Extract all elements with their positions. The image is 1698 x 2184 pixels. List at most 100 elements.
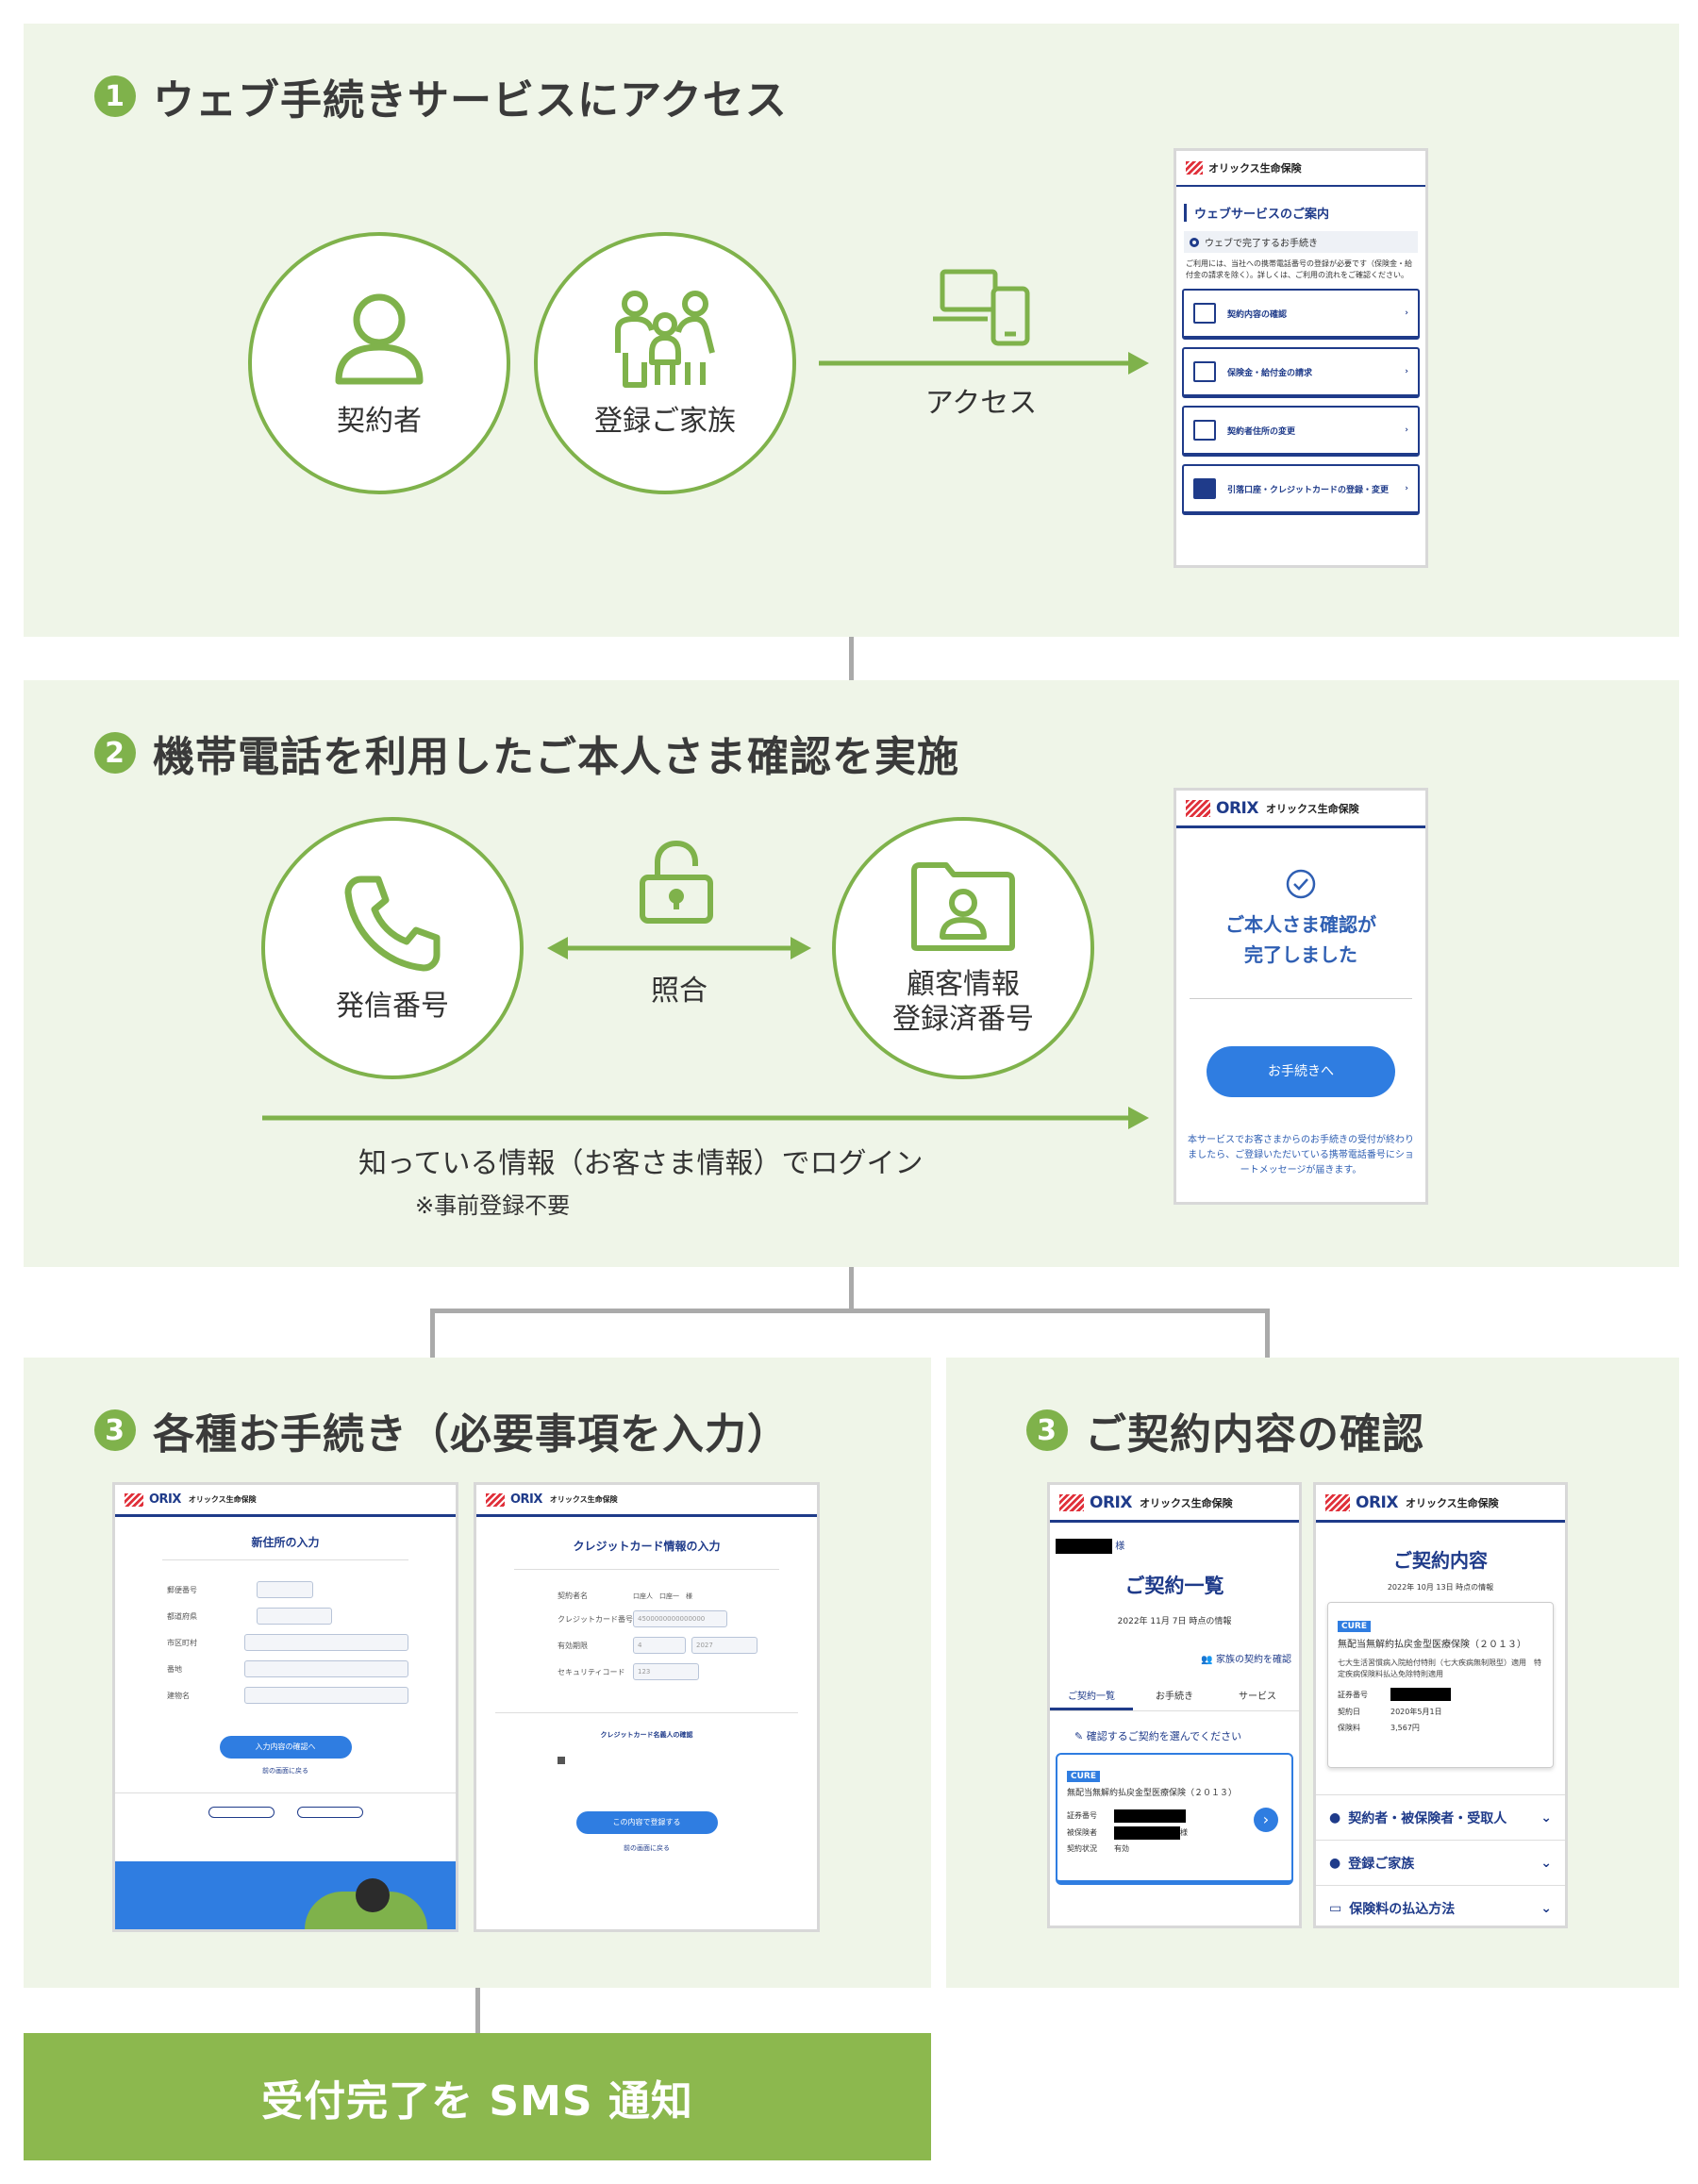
web-service-phone: オリックス生命保険 ウェブサービスのご案内 ウェブで完了するお手続き ご利用には… (1174, 148, 1428, 568)
chevron-down-icon: ⌄ (1540, 1855, 1552, 1871)
chevron-down-icon: ⌄ (1540, 1900, 1552, 1916)
accordion-policyholders[interactable]: ●契約者・被保険者・受取人⌄ (1316, 1794, 1565, 1840)
prefecture-input[interactable] (257, 1608, 332, 1625)
street-input[interactable] (244, 1660, 408, 1677)
step2-title-text: 機帯電話を利用したご本人さま確認を実施 (153, 733, 959, 781)
status-value: 有効 (1114, 1843, 1129, 1853)
chevron-right-circle-icon[interactable]: › (1254, 1808, 1278, 1832)
city-input[interactable] (244, 1634, 408, 1651)
sms-notification-banner: 受付完了を SMS 通知 (24, 2033, 931, 2160)
tab-services[interactable]: サービス (1239, 1692, 1276, 1702)
info-date: 2022年 11月 7日 時点の情報 (1117, 1617, 1232, 1626)
step1-title-text: ウェブ手続きサービスにアクセス (153, 76, 788, 125)
postal-code-input[interactable] (257, 1581, 313, 1598)
orix-logo-icon (125, 1492, 143, 1507)
chevron-right-icon: › (1405, 308, 1408, 318)
step1-badge: 1 (94, 75, 136, 117)
orix-logo-icon (1059, 1493, 1084, 1511)
product-name: 無配当無解約払戻金型医療保険（２０１３） (1067, 1789, 1238, 1798)
match-label: 照合 (651, 975, 708, 1008)
back-link[interactable]: 前の画面に戻る (262, 1767, 308, 1775)
phone-icon (344, 875, 441, 972)
tab-contract-list[interactable]: ご契約一覧 (1050, 1682, 1133, 1710)
back-link[interactable]: 前の画面に戻る (624, 1844, 670, 1852)
family-icon (615, 291, 715, 389)
menu-contract-confirm[interactable]: 契約内容の確認› (1182, 289, 1420, 340)
tab-procedures[interactable]: お手続き (1156, 1692, 1193, 1702)
section-title: ウェブサービスのご案内 (1184, 204, 1418, 222)
person-icon: ● (1329, 1809, 1341, 1826)
step1-title: 1 ウェブ手続きサービスにアクセス (94, 66, 788, 126)
step2-title: 2 機帯電話を利用したご本人さま確認を実施 (94, 723, 959, 783)
redacted-policy-number (1114, 1809, 1186, 1823)
family-circle: 登録ご家族 (534, 232, 796, 494)
web-complete-tab[interactable]: ウェブで完了するお手続き (1184, 231, 1418, 253)
confirm-input-button[interactable]: 入力内容の確認へ (219, 1736, 352, 1759)
building-input[interactable] (244, 1687, 408, 1704)
divider (1190, 998, 1412, 999)
orix-logo-icon (1186, 161, 1203, 175)
footer-button[interactable] (208, 1807, 275, 1818)
connector-branch-right (1265, 1309, 1270, 1358)
contract-detail-screen: ORIX オリックス生命保険 ご契約内容 2022年 10月 13日 時点の情報… (1313, 1482, 1568, 1928)
login-label: 知っている情報（お客さま情報）でログイン (358, 1147, 924, 1180)
mascot-icon (356, 1878, 390, 1912)
orix-logo-icon (1186, 799, 1210, 817)
accordion-payment-method[interactable]: ▭保険料の払込方法⌄ (1316, 1885, 1565, 1926)
edit-icon: ✎ (1074, 1730, 1084, 1742)
connector-2-down (849, 1267, 854, 1309)
footer-banner (115, 1861, 456, 1929)
security-code-input[interactable]: 123 (633, 1663, 699, 1680)
check-circle-icon (1286, 869, 1316, 899)
usage-note: ご利用には、当社への携帯電話番号の登録が必要です（保険金・給付金の請求を除く）。… (1186, 259, 1412, 279)
person-icon (335, 293, 424, 385)
orix-logo-text: ORIX (1216, 798, 1258, 818)
card-number-input[interactable]: 4500000000000000 (633, 1610, 727, 1627)
orix-logo-icon (486, 1492, 505, 1507)
contract-list-screen: ORIX オリックス生命保険 様 ご契約一覧 2022年 11月 7日 時点の情… (1047, 1482, 1302, 1928)
proceed-button[interactable]: お手続きへ (1207, 1046, 1395, 1097)
contract-list-heading: ご契約一覧 (1124, 1575, 1224, 1597)
redacted-policy-number (1390, 1688, 1451, 1701)
menu-claim[interactable]: 保険金・給付金の請求› (1182, 347, 1420, 398)
chevron-right-icon: › (1405, 367, 1408, 376)
company-name: オリックス生命保険 (1265, 802, 1359, 815)
register-button[interactable]: この内容で登録する (575, 1811, 718, 1834)
identity-confirm-phone: ORIX オリックス生命保険 ご本人さま確認が 完了しました お手続きへ 本サー… (1174, 788, 1428, 1205)
owner-checkbox[interactable] (558, 1757, 565, 1764)
lock-open-icon (640, 841, 713, 924)
card-holder-value: 口座人 口座一 様 (633, 1592, 692, 1600)
document-icon (1193, 303, 1216, 324)
premium-value: 3,567円 (1390, 1724, 1420, 1732)
expiry-year-select[interactable]: 2027 (691, 1637, 757, 1654)
product-name: 無配当無解約払戻金型医療保険（２０１３） (1338, 1640, 1526, 1650)
orix-logo-text: ORIX (1090, 1492, 1132, 1512)
step3b-badge: 3 (1026, 1409, 1068, 1451)
chevron-down-icon: ⌄ (1540, 1809, 1552, 1826)
company-name: オリックス生命保険 (1208, 162, 1302, 175)
family-contract-link[interactable]: 👥 家族の契約を確認 (1201, 1655, 1291, 1665)
contractor-circle: 契約者 (248, 232, 510, 494)
identity-confirmed-message: ご本人さま確認が 完了しました (1225, 913, 1376, 966)
accordion-registered-family[interactable]: ●登録ご家族⌄ (1316, 1840, 1565, 1885)
family-label: 登録ご家族 (594, 405, 736, 439)
footer-button[interactable] (296, 1807, 363, 1818)
sms-note: 本サービスでお客さまからのお手続きの受付が終わりましたら、ご登録いただいている携… (1188, 1135, 1414, 1175)
menu-payment-change[interactable]: 引落口座・クレジットカードの登録・変更› (1182, 464, 1420, 515)
address-input-screen: ORIX オリックス生命保険 新住所の入力 郵便番号 都道府県 市区町村 番地 … (112, 1482, 458, 1932)
contract-card[interactable]: CURE 無配当無解約払戻金型医療保険（２０１３） 証券番号 被保険者様 契約状… (1056, 1753, 1293, 1885)
step2-badge: 2 (94, 732, 136, 774)
devices-icon (933, 269, 1030, 346)
company-name: オリックス生命保険 (549, 1495, 618, 1504)
chevron-right-icon: › (1405, 484, 1408, 493)
family-icon: ● (1329, 1855, 1341, 1871)
hospital-icon (1193, 361, 1216, 382)
expiry-month-select[interactable]: 4 (633, 1637, 686, 1654)
menu-address-change[interactable]: 契約者住所の変更› (1182, 406, 1420, 457)
company-name: オリックス生命保険 (1139, 1496, 1233, 1509)
connector-branch-horizontal (430, 1309, 1270, 1313)
card-heading: クレジットカード情報の入力 (573, 1540, 721, 1553)
address-heading: 新住所の入力 (251, 1536, 320, 1549)
access-arrow (819, 352, 1149, 375)
footer-buttons (115, 1792, 456, 1818)
